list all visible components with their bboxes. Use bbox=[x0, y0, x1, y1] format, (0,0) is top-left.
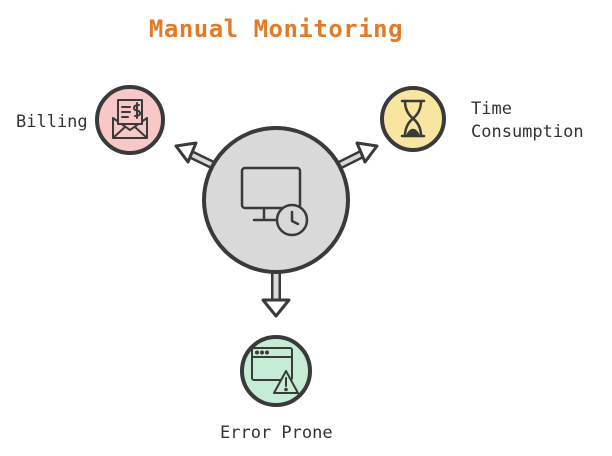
time-label-line1: Time bbox=[471, 99, 512, 119]
center-node bbox=[202, 126, 350, 274]
browser-warning-icon bbox=[251, 347, 299, 394]
time-label-line2: Consumption bbox=[471, 122, 584, 142]
error-label: Error Prone bbox=[220, 423, 333, 443]
billing-label: Billing bbox=[16, 112, 88, 132]
billing-node bbox=[95, 85, 165, 155]
invoice-envelope-icon bbox=[112, 99, 148, 139]
error-node bbox=[240, 335, 312, 407]
arrow-to-error bbox=[261, 267, 291, 318]
diagram-title: Manual Monitoring bbox=[148, 15, 404, 43]
monitor-clock-icon bbox=[240, 166, 309, 237]
hourglass-icon bbox=[400, 99, 426, 138]
time-node bbox=[380, 86, 446, 152]
